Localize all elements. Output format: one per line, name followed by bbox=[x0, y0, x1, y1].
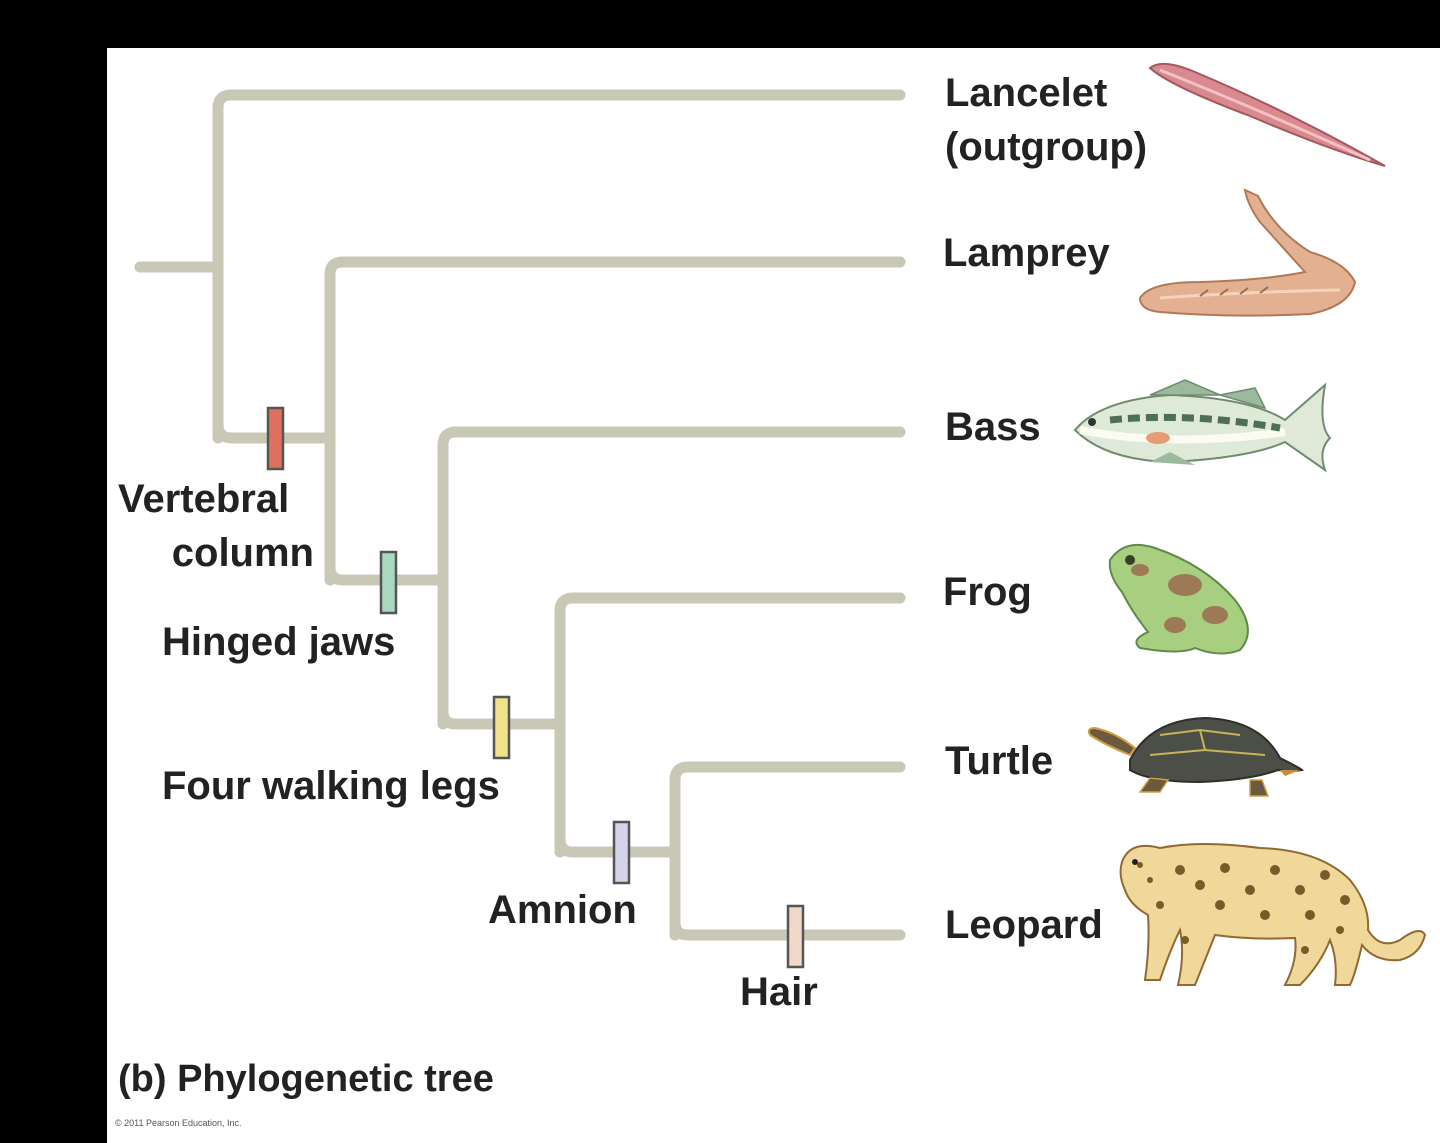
trait-vertebral-line2: column bbox=[171, 531, 314, 575]
branch-lancelet bbox=[212, 89, 906, 444]
marker-amnion bbox=[612, 820, 631, 885]
branch-tetrapod-clade bbox=[437, 574, 566, 730]
taxon-label-lamprey: Lamprey bbox=[943, 231, 1110, 275]
branch-amniote-clade bbox=[554, 718, 681, 858]
taxon-label-leopard: Leopard bbox=[945, 903, 1103, 947]
marker-vertebral-column bbox=[266, 406, 285, 471]
trait-label-hair: Hair bbox=[740, 970, 818, 1014]
bass-fish-icon bbox=[1073, 379, 1332, 473]
taxon-label-bass: Bass bbox=[945, 405, 1041, 449]
trait-markers bbox=[266, 406, 805, 969]
taxon-lancelet-name: Lancelet bbox=[945, 71, 1108, 115]
tree-branches bbox=[134, 89, 906, 941]
taxon-label-lancelet: Lancelet (outgroup) bbox=[945, 66, 1147, 174]
taxon-label-frog: Frog bbox=[943, 570, 1032, 614]
lancelet-icon bbox=[1148, 62, 1386, 167]
branch-leopard bbox=[669, 846, 906, 941]
marker-four-walking-legs bbox=[492, 695, 511, 760]
taxon-label-turtle: Turtle bbox=[945, 739, 1054, 783]
branch-lamprey bbox=[324, 256, 906, 586]
taxon-lancelet-outgroup: (outgroup) bbox=[945, 125, 1148, 169]
trait-label-hinged-jaws: Hinged jaws bbox=[162, 620, 396, 664]
copyright-notice: © 2011 Pearson Education, Inc. bbox=[115, 1118, 242, 1128]
branch-turtle bbox=[669, 761, 906, 941]
figure-caption: (b) Phylogenetic tree bbox=[118, 1058, 494, 1100]
leopard-icon bbox=[1119, 843, 1427, 986]
branch-bass bbox=[437, 426, 906, 730]
trait-label-four-walking-legs: Four walking legs bbox=[162, 764, 500, 808]
frog-icon bbox=[1108, 544, 1249, 655]
branch-frog bbox=[554, 592, 906, 858]
marker-hair bbox=[786, 904, 805, 969]
branch-vertebrate-clade bbox=[212, 261, 336, 444]
marker-hinged-jaws bbox=[379, 550, 398, 615]
trait-vertebral-line1: Vertebral bbox=[118, 477, 290, 521]
branch-gnathostome-clade bbox=[324, 432, 449, 586]
trait-label-vertebral-column: Vertebral column bbox=[118, 472, 314, 580]
turtle-icon bbox=[1087, 716, 1305, 797]
trait-label-amnion: Amnion bbox=[488, 888, 637, 932]
lamprey-icon bbox=[1138, 188, 1357, 317]
